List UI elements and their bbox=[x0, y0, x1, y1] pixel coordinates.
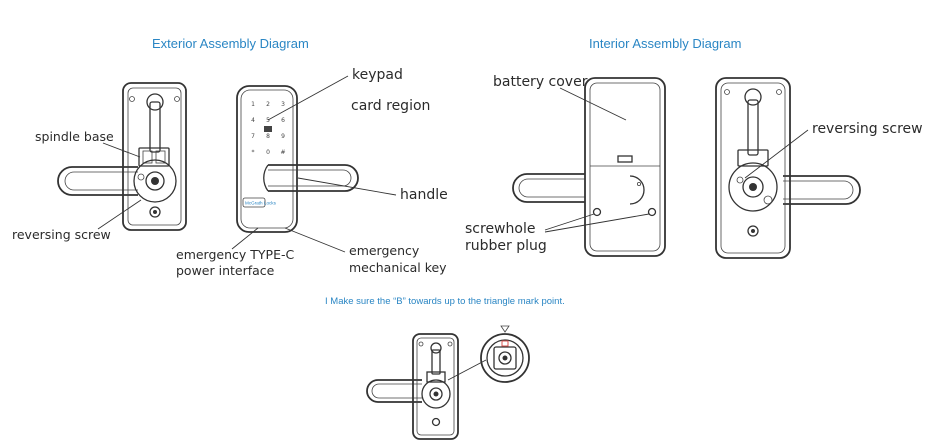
reversing-screw-ext bbox=[137, 173, 145, 181]
bottom-detail bbox=[366, 325, 530, 440]
key: * bbox=[252, 149, 255, 156]
exterior-front-lock: 1 2 3 4 5 6 7 8 9 * 0 # McGrath Locks bbox=[236, 85, 359, 233]
screwhole-left bbox=[592, 207, 602, 217]
key: 2 bbox=[266, 101, 270, 108]
front-handle bbox=[268, 164, 359, 192]
label-card-region: card region bbox=[351, 98, 430, 114]
key: 1 bbox=[251, 101, 255, 108]
label-spindle-base: spindle base bbox=[35, 129, 114, 144]
label-reversing-screw-ext: reversing screw bbox=[12, 227, 111, 242]
label-type-c-1: emergency TYPE-C bbox=[176, 247, 294, 262]
key: 0 bbox=[266, 149, 270, 156]
key: # bbox=[280, 149, 285, 156]
reversing-screw-int bbox=[736, 176, 744, 184]
detail-handle bbox=[366, 379, 422, 403]
keypad: 1 2 3 4 5 6 7 8 9 * 0 # bbox=[251, 101, 285, 156]
screwhole-right bbox=[647, 207, 657, 217]
key: 3 bbox=[281, 101, 285, 108]
label-handle: handle bbox=[400, 187, 448, 203]
interior-back-view bbox=[715, 77, 861, 259]
interior-back-handle bbox=[783, 175, 861, 205]
note-text: I Make sure the “B” towards up to the tr… bbox=[325, 296, 565, 307]
key: 8 bbox=[266, 133, 270, 140]
detail-plate bbox=[412, 333, 459, 440]
interior-panel-body bbox=[584, 77, 666, 257]
b-mark bbox=[501, 340, 509, 347]
label-screwhole-2: rubber plug bbox=[465, 238, 547, 254]
label-reversing-screw-int: reversing screw bbox=[812, 121, 923, 137]
back-plate-handle bbox=[57, 166, 138, 196]
triangle-mark bbox=[500, 325, 510, 333]
back-plate-body bbox=[122, 82, 187, 231]
key: 9 bbox=[281, 133, 285, 140]
brand-logo: McGrath Locks bbox=[245, 201, 277, 206]
key: 6 bbox=[281, 117, 285, 124]
zoom-circle bbox=[480, 333, 530, 383]
key: 4 bbox=[251, 117, 255, 124]
label-mech-key-1: emergency bbox=[349, 243, 420, 258]
exterior-back-plate bbox=[57, 82, 187, 231]
label-type-c-2: power interface bbox=[176, 263, 275, 278]
front-lock-body bbox=[236, 85, 298, 233]
interior-heading: Interior Assembly Diagram bbox=[589, 36, 741, 51]
interior-panel bbox=[512, 77, 666, 257]
label-mech-key-2: mechanical key bbox=[349, 260, 447, 275]
key: 5 bbox=[266, 117, 270, 124]
key: 7 bbox=[251, 133, 255, 140]
card-icon bbox=[264, 126, 272, 132]
interior-handle bbox=[512, 173, 585, 203]
label-battery-cover: battery cover bbox=[493, 74, 588, 90]
exterior-heading: Exterior Assembly Diagram bbox=[152, 36, 309, 51]
label-keypad: keypad bbox=[352, 67, 403, 83]
interior-back-body bbox=[715, 77, 791, 259]
label-screwhole-1: screwhole bbox=[465, 221, 535, 237]
